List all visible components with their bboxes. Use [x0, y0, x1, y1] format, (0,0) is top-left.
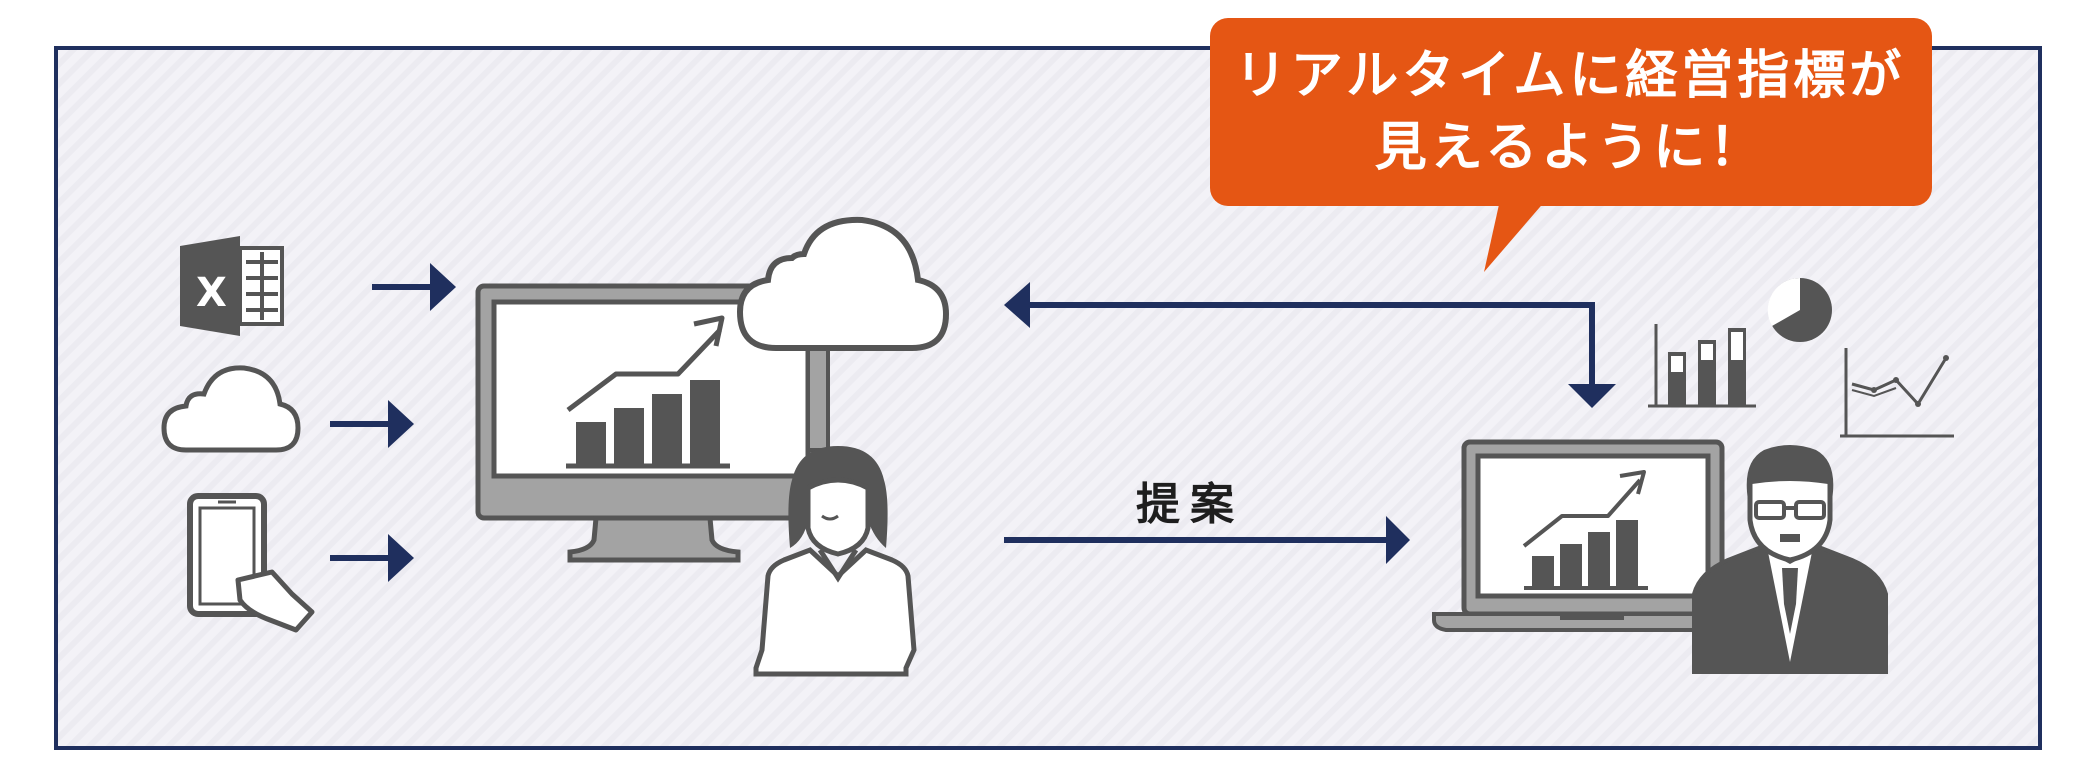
pie-chart-icon [1767, 277, 1832, 342]
cloud-icon [161, 365, 301, 453]
laptop-bar-chart [1522, 470, 1648, 590]
line-chart-icon [1840, 348, 1954, 438]
woman-icon [753, 446, 917, 677]
bar-chart-icon [1648, 324, 1756, 408]
businessman-icon [1692, 445, 1888, 674]
excel-icon: X [180, 236, 284, 336]
svg-text:X: X [196, 270, 227, 316]
proposal-label: 提案 [1136, 479, 1244, 530]
callout-line-1: リアルタイムに経営指標が [1234, 46, 1906, 106]
input-arrow-3 [330, 534, 414, 582]
callout-line-2: 見えるように！ [1374, 118, 1766, 178]
desktop-monitor-icon [475, 283, 827, 563]
monitor-bar-chart [566, 315, 730, 469]
callout-message: リアルタイムに経営指標が 見えるように！ [1210, 40, 1930, 184]
input-arrow-2 [330, 400, 414, 448]
smartphone-icon [187, 493, 315, 633]
proposal-arrow [1004, 516, 1410, 564]
feedback-arrow [1004, 282, 1616, 408]
input-arrow-1 [372, 263, 456, 311]
callout-bubble [1210, 18, 1932, 272]
